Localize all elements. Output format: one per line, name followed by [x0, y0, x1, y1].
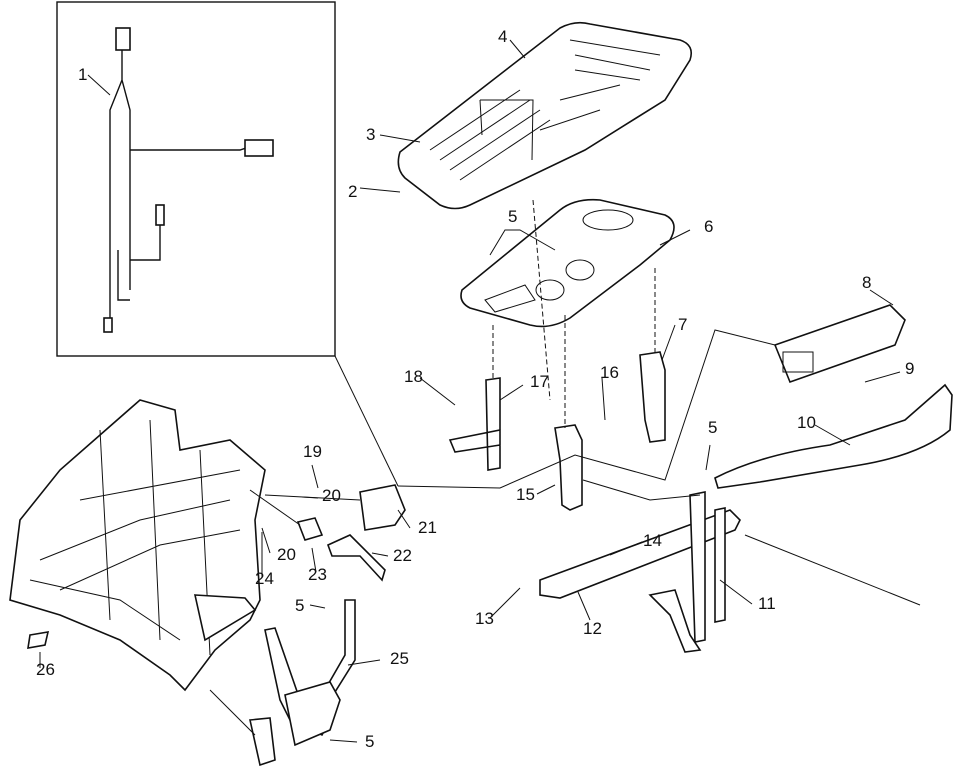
small-parts: [296, 484, 406, 582]
guard-plate: [249, 599, 356, 766]
callout-3: 3: [366, 125, 375, 144]
callout-4: 4: [498, 27, 507, 46]
callout-2: 2: [348, 182, 357, 201]
callout-25: 25: [390, 649, 409, 668]
callout-12: 12: [583, 619, 602, 638]
callout-21: 21: [418, 518, 437, 537]
leader-lines: [39, 39, 901, 743]
callout-5a: 5: [508, 207, 517, 226]
callout-7: 7: [678, 315, 687, 334]
callout-17: 17: [530, 372, 549, 391]
callout-5b: 5: [708, 418, 717, 437]
callout-13: 13: [475, 609, 494, 628]
callout-5d: 5: [365, 732, 374, 751]
callout-14: 14: [643, 531, 662, 550]
chassis-frame: [9, 399, 266, 692]
callout-6: 6: [704, 217, 713, 236]
callout-22: 22: [393, 546, 412, 565]
callout-24: 24: [255, 569, 274, 588]
callout-5c: 5: [295, 596, 304, 615]
callout-20a: 20: [322, 486, 341, 505]
callout-23: 23: [308, 565, 327, 584]
callout-16: 16: [600, 363, 619, 382]
callout-11: 11: [758, 594, 776, 613]
callout-8: 8: [862, 273, 871, 292]
callout-15: 15: [516, 485, 535, 504]
callout-19: 19: [303, 442, 322, 461]
callout-18: 18: [404, 367, 423, 386]
front-bumper-parts: [714, 304, 953, 489]
callout-1: 1: [78, 65, 87, 84]
callout-9: 9: [905, 359, 914, 378]
rack-lower-plate: [460, 198, 675, 328]
harness-inset: [56, 1, 399, 487]
front-cross-frame: [539, 491, 741, 653]
callout-26: 26: [36, 660, 55, 679]
callout-20b: 20: [277, 545, 296, 564]
reference-lines: [209, 99, 921, 736]
brackets: [448, 199, 666, 511]
callout-10: 10: [797, 413, 816, 432]
rack-top-plate: [397, 21, 693, 210]
